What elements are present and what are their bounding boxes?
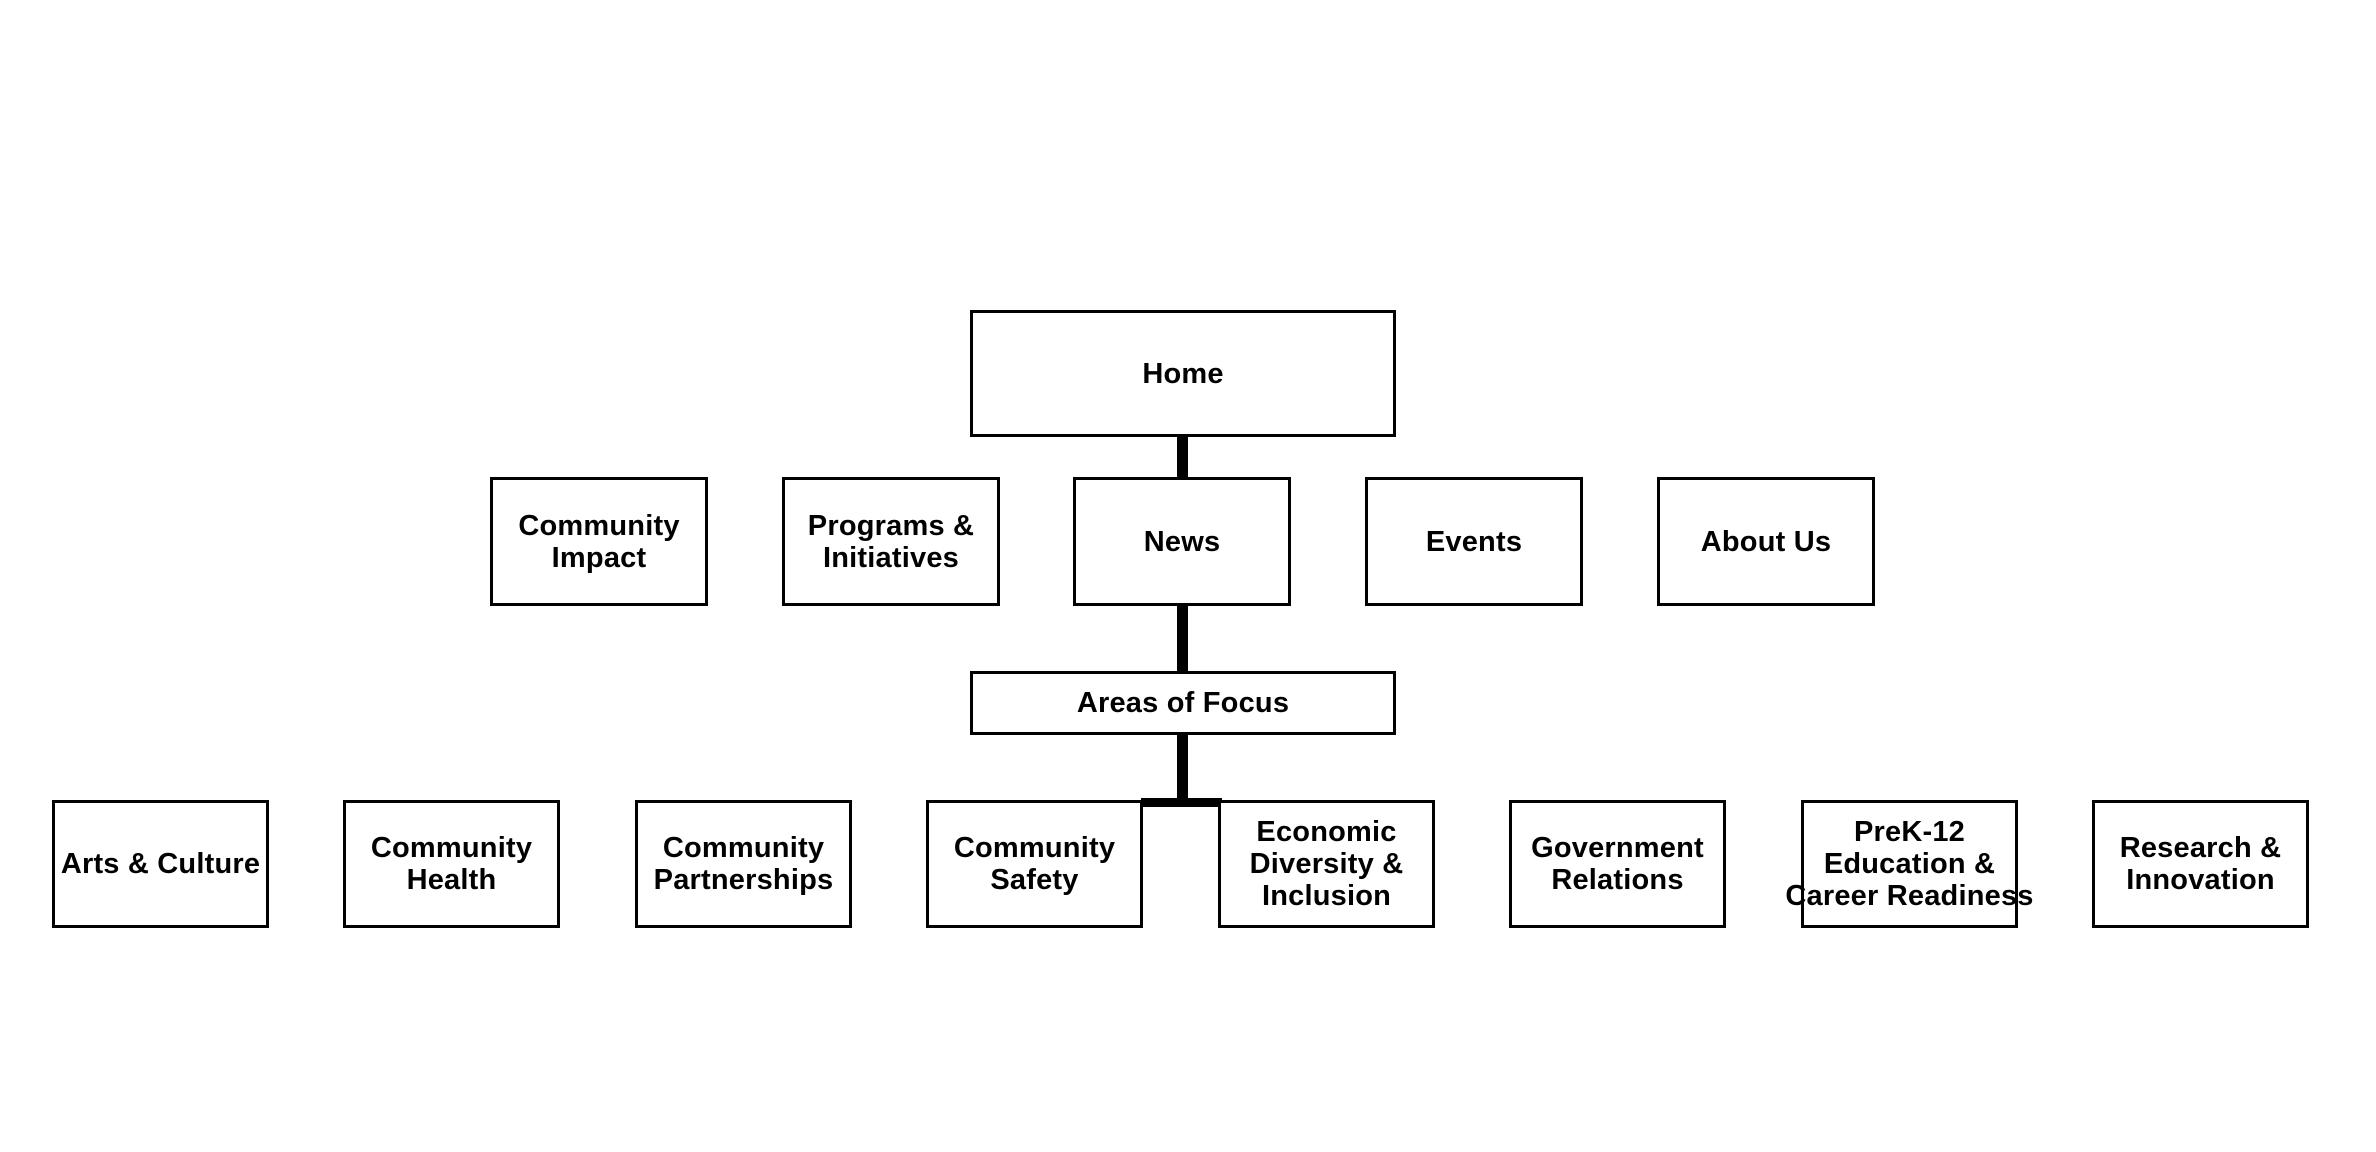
node-areas-of-focus[interactable]: Areas of Focus: [970, 671, 1396, 735]
node-news[interactable]: News: [1073, 477, 1291, 606]
node-home[interactable]: Home: [970, 310, 1396, 437]
connector-areas-of-focus-to-bottom-row: [1177, 733, 1188, 807]
node-programs-initiatives[interactable]: Programs &Initiatives: [782, 477, 1000, 606]
node-about-us[interactable]: About Us: [1657, 477, 1875, 606]
connector-bottom-row-horizontal-bar: [1141, 798, 1222, 807]
node-research-innovation[interactable]: Research &Innovation: [2092, 800, 2309, 928]
connector-news-to-areas-of-focus: [1177, 604, 1188, 674]
connector-home-to-news: [1177, 436, 1188, 480]
node-events[interactable]: Events: [1365, 477, 1583, 606]
node-arts-culture[interactable]: Arts & Culture: [52, 800, 269, 928]
